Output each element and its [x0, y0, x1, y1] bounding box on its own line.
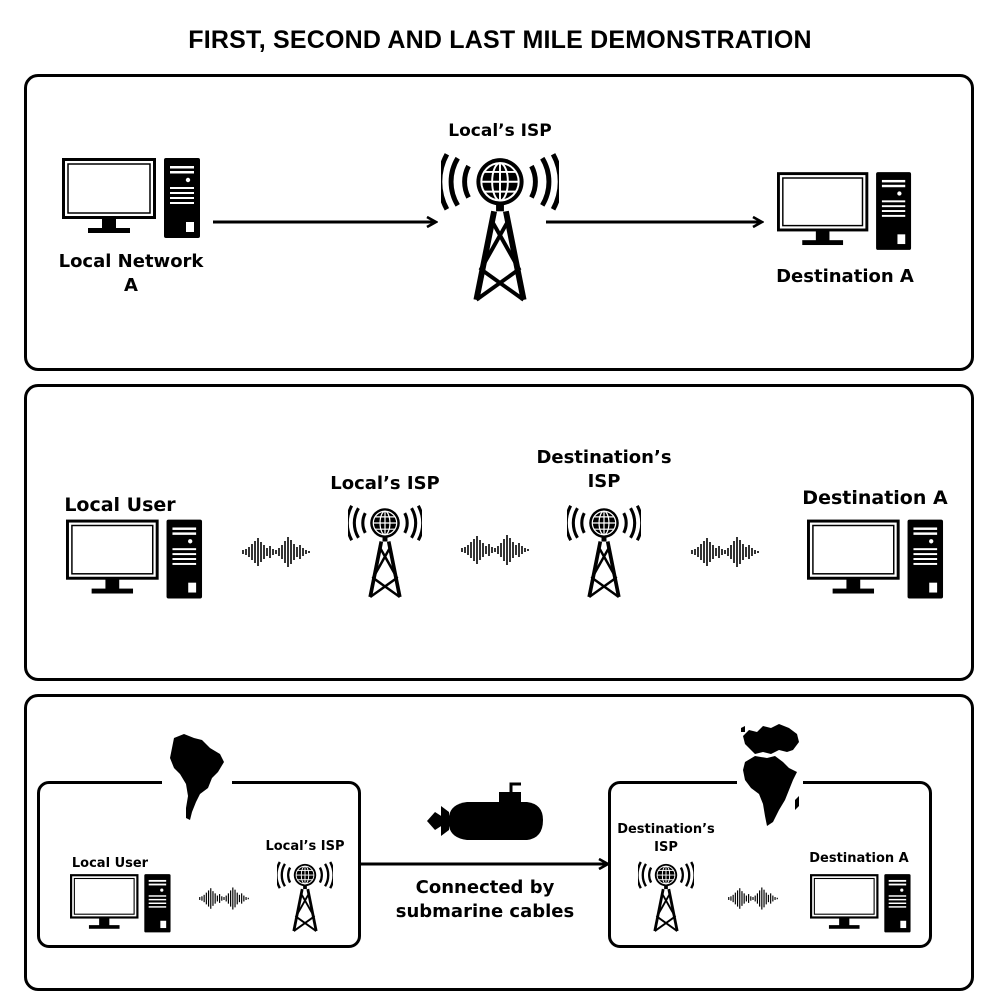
computer-icon: [810, 874, 912, 934]
diagram-title: FIRST, SECOND AND LAST MILE DEMONSTRATIO…: [188, 26, 812, 54]
submarine-icon: [427, 782, 543, 848]
local-isp-label: Local’s ISP: [265, 839, 345, 854]
south-america-icon: [162, 732, 232, 822]
panel-first-mile: [24, 74, 974, 371]
local-user-label: Local User: [64, 494, 176, 516]
panel-second-mile: [24, 384, 974, 681]
isp-tower-icon: [638, 861, 694, 933]
africa-europe-icon: [735, 722, 805, 830]
submarine-cables-caption: Connected by submarine cables: [395, 877, 575, 923]
local-network-label: Local Network A: [58, 251, 204, 297]
local-isp-label: Local’s ISP: [330, 473, 440, 494]
destination-isp-label: Destination’s ISP: [617, 822, 715, 855]
destination-isp-label: Destination’s ISP: [536, 447, 672, 493]
destination-label: Destination A: [802, 487, 948, 509]
destination-label: Destination A: [776, 266, 914, 287]
panel-last-mile: [24, 694, 974, 991]
destination-label: Destination A: [809, 851, 909, 866]
isp-label: Local’s ISP: [448, 121, 552, 141]
signal-wave-icon: [727, 886, 779, 911]
local-user-label: Local User: [71, 856, 149, 871]
